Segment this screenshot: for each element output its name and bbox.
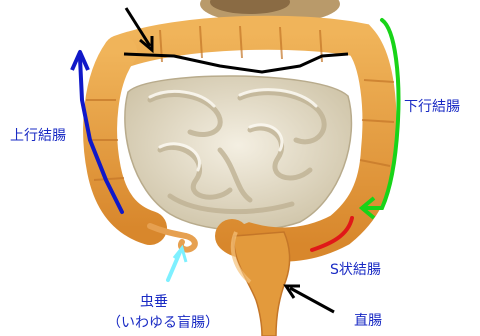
label-appendix: 虫垂 bbox=[140, 295, 168, 310]
label-rectum: 直腸 bbox=[354, 314, 382, 329]
transverse-colon-marker bbox=[124, 54, 348, 72]
label-appendix-note: （いわゆる盲腸） bbox=[107, 316, 219, 331]
label-ascending-colon: 上行結腸 bbox=[10, 129, 66, 144]
small-intestine-shape bbox=[125, 76, 352, 230]
label-descending-colon: 下行結腸 bbox=[404, 100, 460, 115]
label-sigmoid-colon: S状結腸 bbox=[330, 263, 381, 278]
rectum-pointer-icon bbox=[290, 288, 334, 312]
